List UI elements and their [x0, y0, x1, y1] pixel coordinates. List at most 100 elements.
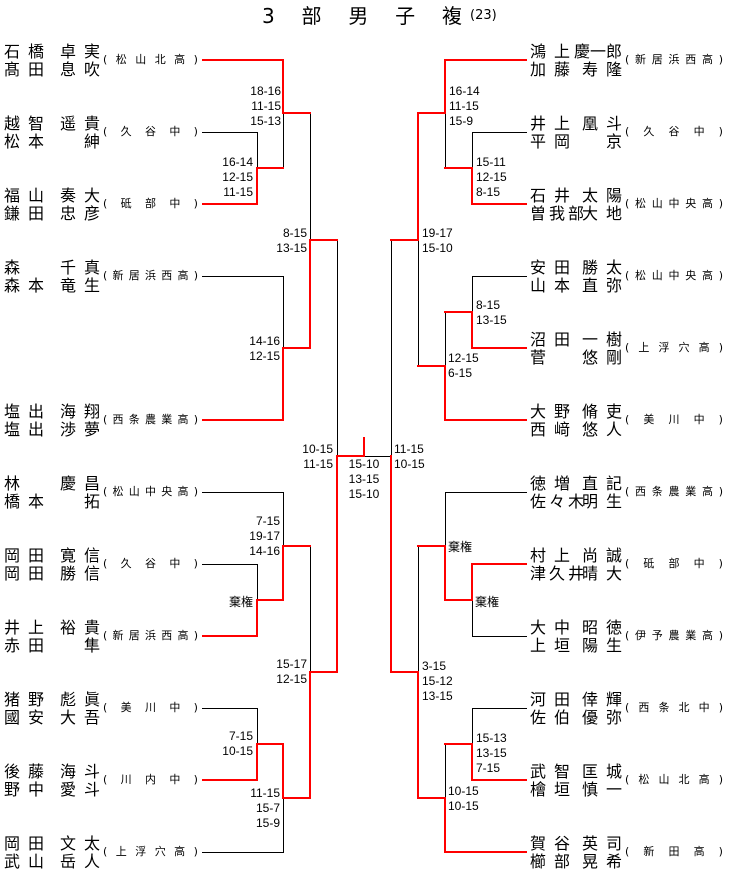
char: 田 [27, 564, 44, 583]
player-family-name: 岡田 [4, 547, 44, 565]
school-label: (久谷中) [103, 124, 198, 140]
char: 北 [154, 53, 166, 66]
left-entry: 越智遥貴 松本紳 [4, 115, 100, 151]
player-given-name: 匡城 [582, 763, 622, 781]
char: 安 [27, 708, 44, 727]
char: 﨑 [553, 420, 570, 439]
player-family-name: 大中 [530, 619, 570, 637]
match-score: 棄権 [448, 540, 473, 554]
player-family-name: 賀谷 [530, 835, 570, 853]
left-entry: 林慶昌 橋本拓 [4, 475, 100, 511]
player-row: 村上尚誠 [530, 547, 622, 565]
player-given-name: 悠人 [582, 421, 622, 439]
char: 遥 [60, 114, 77, 133]
right-entry: 沼田一樹 菅悠剛 [530, 331, 622, 367]
bracket-line [364, 240, 392, 457]
char: 佐 [530, 492, 547, 511]
char: 髙 [4, 60, 21, 79]
player-given-name: 隼 [60, 637, 100, 655]
player-row: 徳増直記 [530, 475, 622, 493]
char: ( [103, 629, 108, 642]
char: 京 [605, 132, 622, 151]
char: 城 [605, 762, 622, 781]
school-label: (川内中) [103, 772, 198, 788]
char: 谷 [553, 834, 570, 853]
char: 予 [651, 629, 663, 642]
char: 眞 [83, 690, 100, 709]
char: 西 [112, 413, 124, 426]
char: 猪 [4, 690, 21, 709]
char: 高 [701, 269, 713, 282]
left-entry: 岡田寛信 岡田勝信 [4, 547, 100, 583]
player-given-name: 英司 [582, 835, 622, 853]
char: 井 [553, 186, 570, 205]
char: ( [103, 413, 108, 426]
char: ) [718, 701, 723, 714]
char: 上 [115, 845, 127, 858]
char: 高 [701, 485, 713, 498]
char: 高 [177, 413, 189, 426]
char: 高 [701, 197, 713, 210]
char: 息 [60, 60, 77, 79]
player-given-name: 悠剛 [582, 349, 622, 367]
char: 久 [643, 125, 655, 138]
player-given-name: 慎一 [582, 781, 622, 799]
char: 河 [530, 690, 547, 709]
char: 沼 [530, 330, 547, 349]
char: 信 [83, 546, 100, 565]
char: ) [718, 413, 723, 426]
char: 人 [83, 852, 100, 871]
char: 慶 [60, 474, 77, 493]
player-row: 橋本拓 [4, 493, 100, 511]
char: 田 [27, 834, 44, 853]
char: 新 [112, 629, 124, 642]
player-family-name: 曽我部 [530, 205, 584, 223]
char: 伯 [553, 708, 570, 727]
char: 大 [60, 708, 77, 727]
player-given-name: 一樹 [582, 331, 622, 349]
char: ) [193, 197, 198, 210]
player-row: 塩出渉夢 [4, 421, 100, 439]
player-family-name: 森 [4, 259, 44, 277]
char: 山 [530, 276, 547, 295]
winner-line [202, 437, 365, 799]
char: 条 [651, 485, 663, 498]
char: 吏 [605, 402, 622, 421]
char: 出 [27, 402, 44, 421]
char: 我 [548, 204, 565, 223]
player-given-name: 海翔 [60, 403, 100, 421]
player-given-name: 岳人 [60, 853, 100, 871]
winner-line [202, 59, 311, 114]
winner-line [417, 365, 527, 421]
player-row: 森千真 [4, 259, 100, 277]
char: 男 [348, 4, 369, 28]
char: 橋 [4, 492, 21, 511]
school-label: (松山中央高) [625, 268, 723, 284]
char: ) [193, 701, 198, 714]
winner-line [444, 743, 527, 781]
char: ) [718, 341, 723, 354]
player-row: 曽我部大地 [530, 205, 622, 223]
char: 國 [4, 708, 21, 727]
char: ( [103, 701, 108, 714]
char: ( [625, 773, 630, 786]
char: 松 [4, 132, 21, 151]
char: 寿 [582, 60, 599, 79]
char: 西 [530, 420, 547, 439]
char: 津 [530, 564, 547, 583]
player-row: 岡田寛信 [4, 547, 100, 565]
char: ) [193, 629, 198, 642]
school-label: (新居浜西高) [625, 52, 723, 68]
char: ( [103, 269, 108, 282]
player-given-name: 昭徳 [582, 619, 622, 637]
player-row: 武智匡城 [530, 763, 622, 781]
bracket-line [202, 132, 258, 168]
char: 増 [553, 474, 570, 493]
char: 上 [553, 42, 570, 61]
player-given-name: 慶一郎 [574, 43, 622, 61]
winner-line [202, 167, 284, 205]
player-family-name: 鴻上 [530, 43, 570, 61]
player-row: 武山岳人 [4, 853, 100, 871]
char: 高 [701, 629, 713, 642]
player-row: 櫛部晃希 [530, 853, 622, 871]
